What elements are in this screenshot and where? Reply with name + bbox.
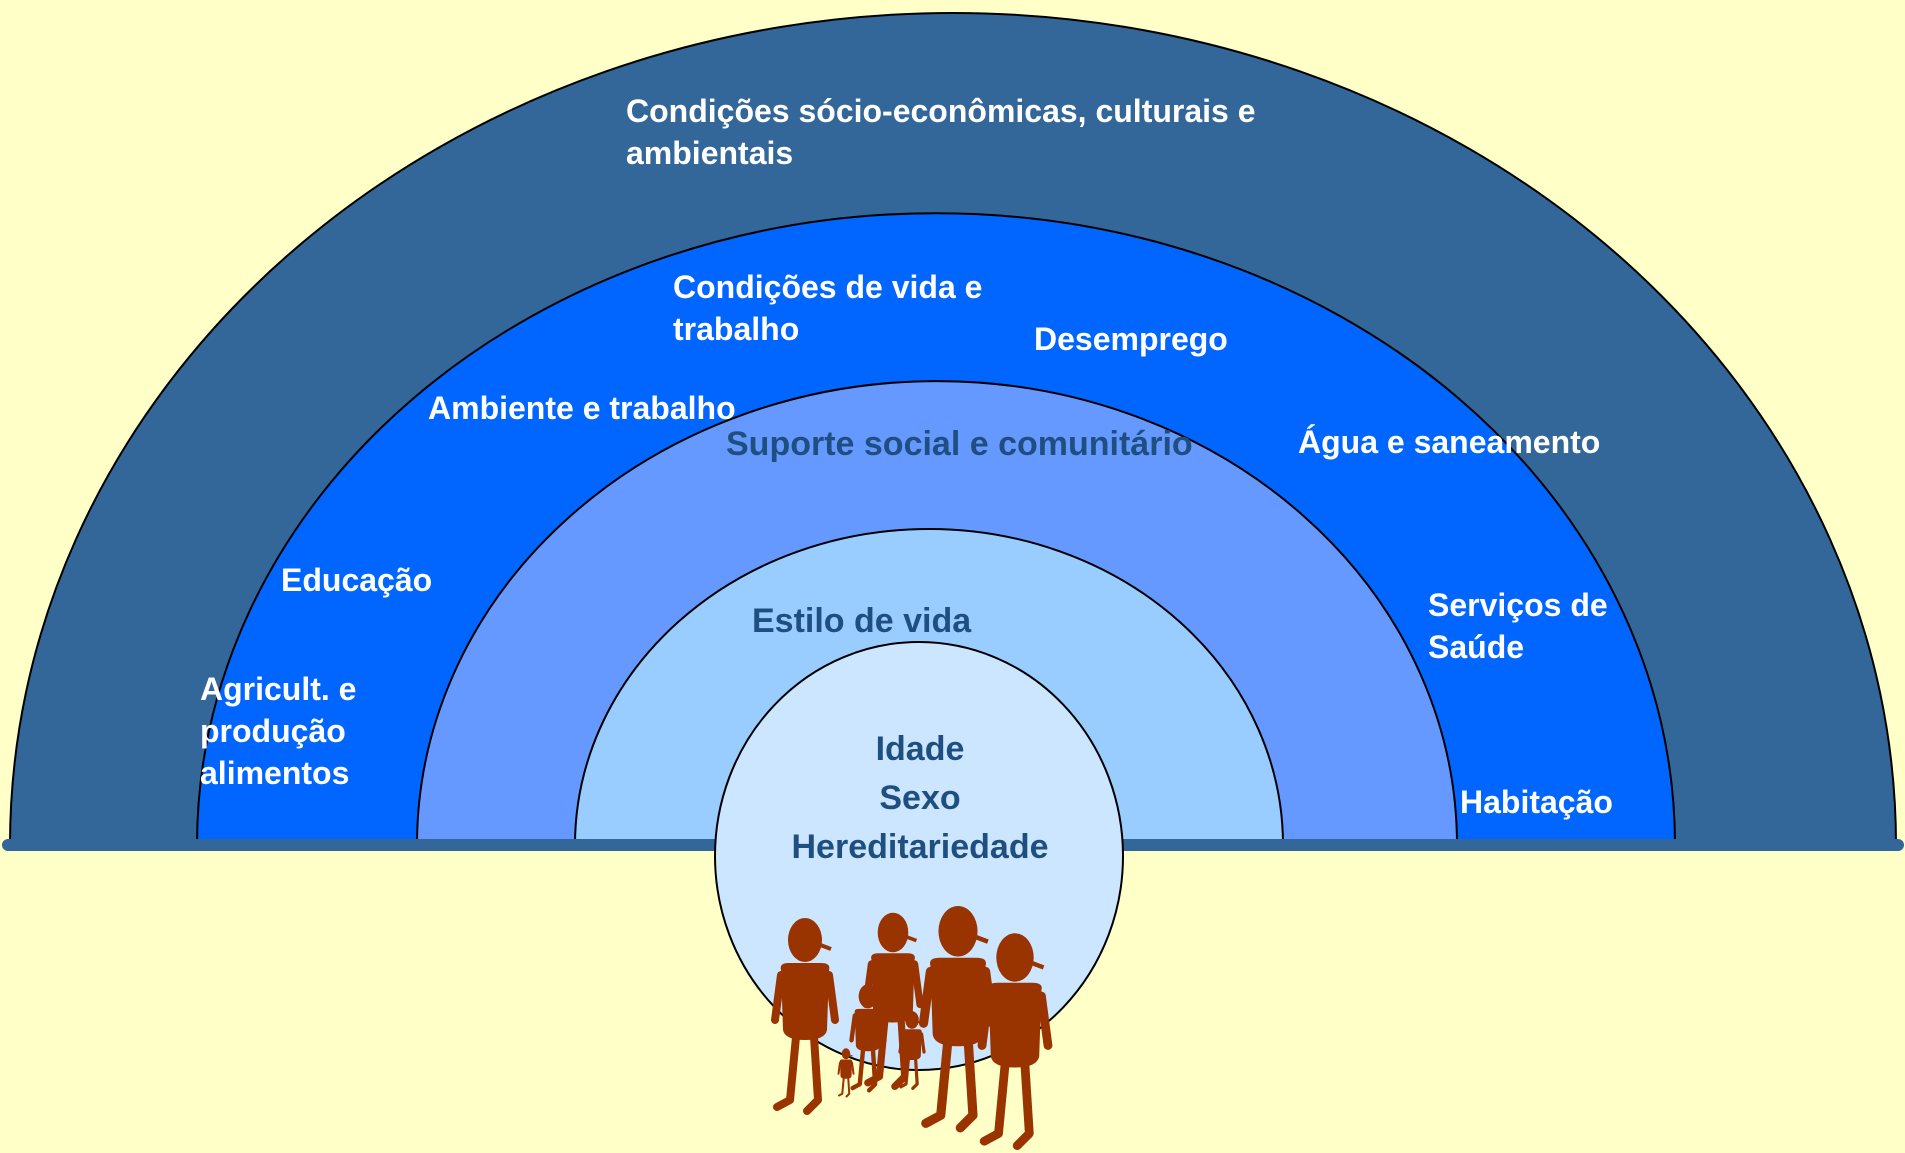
agriculture-label: Agricult. e produção alimentos [200,671,357,791]
work-environment-label: Ambiente e trabalho [428,390,736,426]
walking-people-icon [771,905,1053,1151]
education-label: Educação [281,562,433,598]
person-figure [918,905,998,1133]
outer-layer-label: Condições sócio-econômicas, culturais e … [626,93,1256,171]
person-figure [771,918,839,1115]
housing-label: Habitação [1460,784,1613,820]
person-figure [977,933,1053,1151]
health-services-label: Serviços de Saúde [1428,587,1608,665]
core-label: Idade Sexo Hereditariedade [791,730,1049,866]
lifestyle-label: Estilo de vida [752,602,972,640]
living-layer-label: Condições de vida e trabalho [673,269,983,347]
social-support-label: Suporte social e comunitário [726,425,1193,463]
person-figure [898,1011,926,1091]
water-sanitation-label: Água e saneamento [1298,424,1601,460]
person-figure [849,984,887,1093]
unemployment-label: Desemprego [1034,321,1228,357]
person-figure [837,1048,855,1098]
